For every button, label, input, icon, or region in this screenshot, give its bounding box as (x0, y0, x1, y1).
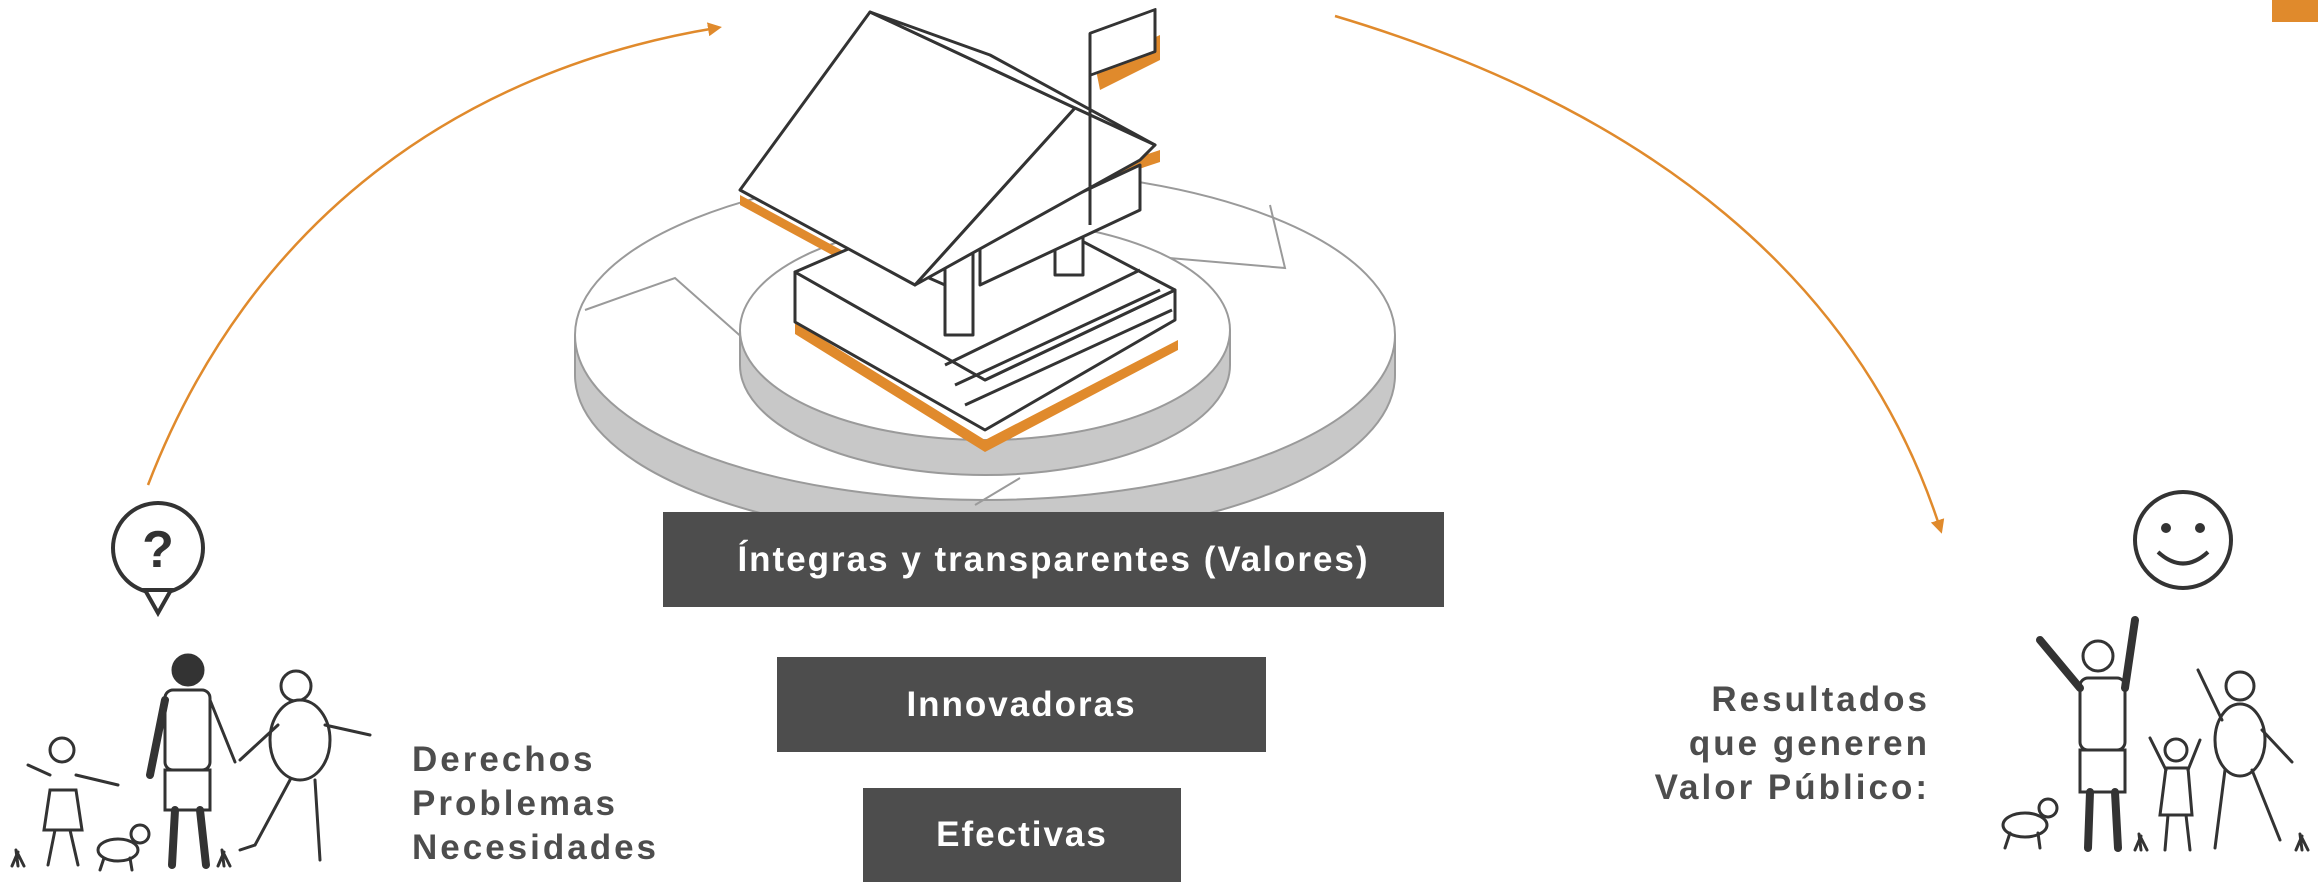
right-flow-arrow (1334, 14, 1945, 534)
right-label-line-3: Valor Público: (1654, 768, 1930, 807)
smiley-face-icon (2133, 490, 2233, 590)
values-box: Íntegras y transparentes (Valores) (663, 512, 1444, 607)
left-label-line-3: Necesidades (412, 828, 660, 867)
government-building (738, 8, 1178, 452)
question-bubble-icon: ? (111, 501, 205, 618)
innovative-box: Innovadoras (777, 657, 1266, 752)
svg-text:?: ? (142, 521, 174, 579)
left-label-line-1: Derechos (412, 740, 596, 779)
right-label-line-2: que generen (1688, 724, 1930, 763)
left-label-line-2: Problemas (412, 784, 618, 823)
effective-box: Efectivas (863, 788, 1181, 882)
left-flow-arrow (146, 22, 722, 486)
right-label-line-1: Resultados (1711, 680, 1930, 719)
corner-accent-tab (2272, 0, 2318, 22)
left-label: Derechos Problemas Necesidades (412, 738, 659, 870)
left-family-illustration (10, 653, 372, 872)
right-family-illustration (2001, 616, 2310, 852)
right-label: Resultados que generen Valor Público: (1640, 678, 1930, 810)
